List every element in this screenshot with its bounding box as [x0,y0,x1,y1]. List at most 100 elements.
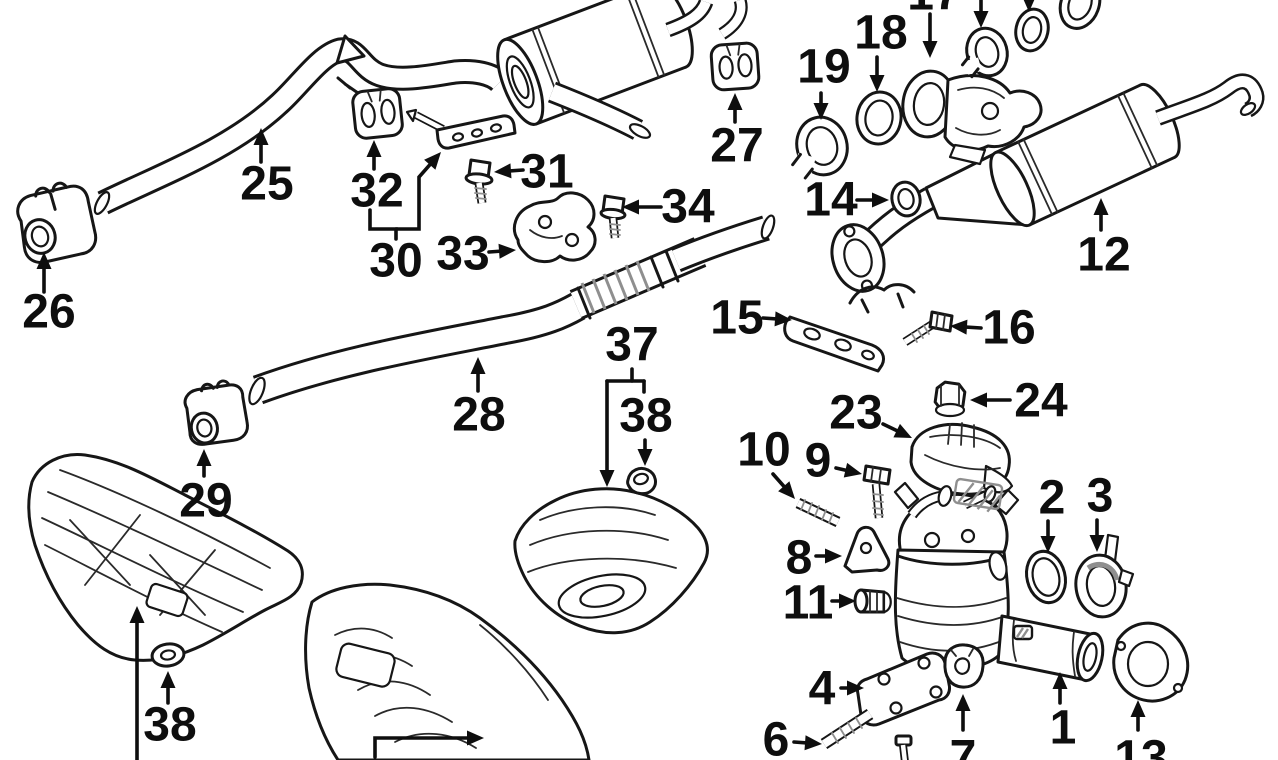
callout-30-leader [368,208,398,241]
callout-6-number: 6 [763,714,790,760]
clamp-top-cut [1058,0,1102,30]
gasket-13 [1112,621,1190,703]
callout-38c-arrowhead [637,449,653,466]
callout-cut-top-b-arrowhead [1023,0,1035,12]
muffler [496,0,748,140]
callout-10-number: 10 [737,424,790,477]
callout-33-arrowhead [498,243,516,259]
callout-7-arrowhead [955,694,971,711]
callout-23-arrowhead [893,423,912,438]
callout-16-arrowhead [950,319,968,335]
bolt-9 [862,464,892,519]
callout-17-arrowhead [922,41,938,58]
callout-25-number: 25 [240,158,293,211]
rubber-hanger-32 [351,87,404,140]
callout-11-arrowhead [839,593,856,609]
bolt-31 [464,158,494,204]
callout-30-number: 30 [369,235,422,288]
plug-11 [853,588,892,614]
bracket-plate-30 [405,108,517,150]
clamp-3 [1074,533,1135,619]
bracket-33 [513,191,597,264]
particulate-filter-1 [893,477,1105,683]
callout-30-leader-1 [394,157,437,231]
callout-16-number: 16 [982,302,1035,355]
bolt-34 [599,194,627,239]
oring-2 [1025,549,1067,605]
callout-2-number: 2 [1039,472,1066,525]
heat-shield-rear-lower [304,582,591,760]
support-fork [848,283,916,314]
callout-24-number: 24 [1014,375,1068,428]
callout-cut-top-a-arrowhead [973,11,989,28]
callout-13-arrowhead [1130,700,1146,717]
clamp-26 [16,181,98,264]
clip-38-left [150,642,186,668]
callout-8-number: 8 [786,532,813,585]
egr-valve-17 [901,69,1043,166]
gasket-18 [855,90,903,146]
callout-26-number: 26 [22,286,75,339]
bolt-5-cut [894,734,913,760]
callout-32-number: 32 [350,165,403,218]
callout-7-number: 7 [950,732,977,760]
callout-38b-arrowhead [160,671,176,688]
callout-27-arrowhead [727,93,743,110]
callout-19-number: 19 [797,41,850,94]
callout-19-arrowhead [813,103,829,120]
bolt-16 [902,310,954,346]
callout-9-arrowhead [843,462,862,478]
callout-24-arrowhead [970,392,987,408]
callout-4-arrowhead [847,680,864,696]
callout-14-number: 14 [804,174,858,227]
downpipe-flange [830,223,886,293]
callout-1-arrowhead [1052,672,1068,689]
callout-33-number: 33 [436,228,489,281]
callout-17-number: 17 [907,0,960,21]
bracket-4 [856,651,951,727]
bracket-15 [783,315,886,373]
flex-pipe-section [569,214,776,320]
callout-37-arrowhead [599,470,615,487]
outlet-catalyst [996,614,1092,682]
callout-14-arrowhead [872,192,889,208]
callout-37-number: 37 [605,319,658,372]
rubber-hanger-27 [709,41,761,92]
callout-29-arrowhead [196,449,212,466]
nut-24 [933,380,967,418]
callout-cut-bottom-shield-arrowhead [129,606,145,623]
callout-11-number: 11 [783,577,834,630]
callout-9-number: 9 [805,435,832,488]
heat-shield-front [27,453,304,662]
callout-13-number: 13 [1114,732,1167,760]
callout-18-number: 18 [854,7,907,60]
oring-14 [890,180,922,218]
flex-braid-hatch [580,260,651,314]
callout-25-arrowhead [253,128,269,145]
callout-34-arrowhead [622,199,639,215]
clip-38-center [626,466,657,496]
callout-12-arrowhead [1093,198,1109,215]
callout-38b-number: 38 [143,699,196,752]
heat-shield-center-37 [513,487,709,635]
catalytic-converter-pipe-12 [830,73,1265,314]
callout-26-arrowhead [36,252,52,269]
callout-10-arrowhead [778,481,795,499]
callout-2-arrowhead [1040,536,1056,553]
callout-31-number: 31 [520,146,573,199]
clamp-29 [183,379,249,446]
callout-30-arrowhead [424,152,441,170]
tailpipe-25 [93,34,509,215]
clamp-above-17 [960,26,1009,79]
gasket-hatch [952,477,1004,513]
callout-22-number: 22 [364,753,417,760]
callout-3-arrowhead [1089,535,1105,552]
pipe-hanger-tab [335,34,366,65]
stud-6 [820,708,874,750]
callout-18-arrowhead [869,75,885,92]
callout-27-number: 27 [710,120,763,173]
mid-pipe-28 [248,292,586,406]
clamp-19 [791,115,849,180]
